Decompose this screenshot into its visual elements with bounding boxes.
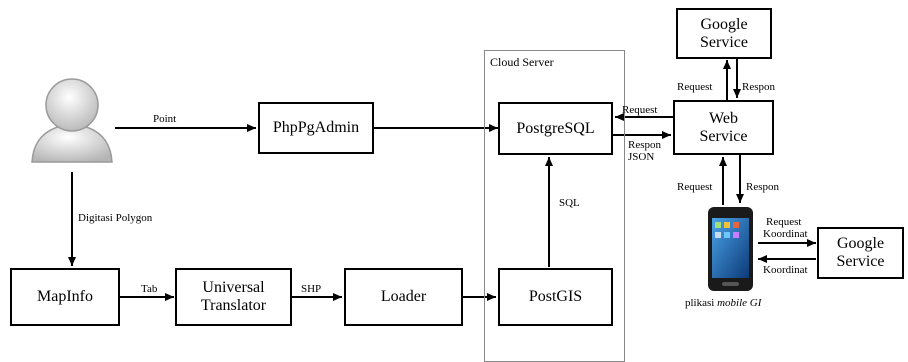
google-top-label-line1: Google xyxy=(700,15,748,33)
phppgadmin-box: PhpPgAdmin xyxy=(258,102,374,154)
mapinfo-label: MapInfo xyxy=(37,288,93,305)
edge-label-respon-google-top: Respon xyxy=(742,81,775,93)
postgis-label: PostGIS xyxy=(528,288,583,305)
edge-label-respon-json-line1: Respon xyxy=(628,139,661,151)
google-right-label-line1: Google xyxy=(836,235,885,252)
cloud-server-label: Cloud Server xyxy=(490,55,554,69)
edge-label-shp: SHP xyxy=(301,283,322,295)
postgresql-label: PostgreSQL xyxy=(516,119,595,137)
mapinfo-box: MapInfo xyxy=(10,268,120,326)
loader-box: Loader xyxy=(344,268,463,326)
universal-translator-label-line2: Translator xyxy=(200,297,267,314)
edge-label-request-koordinat-line1: Request xyxy=(766,216,802,228)
edge-label-point: Point xyxy=(153,113,177,125)
web-service-label-line2: Service xyxy=(699,127,748,145)
mobile-phone-icon xyxy=(708,207,753,291)
edge-label-request-pg: Request xyxy=(622,104,658,116)
mobile-caption-plain: plikasi xyxy=(685,297,718,309)
phppgadmin-label: PhpPgAdmin xyxy=(272,119,360,136)
edge-label-koordinat: Koordinat xyxy=(763,264,808,276)
universal-translator-label-line1: Universal xyxy=(202,279,265,296)
loader-label: Loader xyxy=(380,288,427,305)
edge-label-respon-mobile: Respon xyxy=(746,181,779,193)
edge-label-sql: SQL xyxy=(559,197,580,209)
edge-label-digitasi-polygon: Digitasi Polygon xyxy=(78,212,153,224)
universal-translator-box: Universal Translator xyxy=(175,268,292,326)
mobile-app-caption: plikasi mobile GI xyxy=(685,297,761,309)
google-top-label-line2: Service xyxy=(700,33,748,51)
postgresql-box: PostgreSQL xyxy=(498,102,613,155)
edge-label-request-google-top: Request xyxy=(677,81,713,93)
web-service-box: Web Service xyxy=(673,100,774,155)
mobile-caption-italic: mobile GI xyxy=(717,297,762,309)
edge-label-request-mobile: Request xyxy=(677,181,713,193)
google-right-label-line2: Service xyxy=(836,253,885,270)
edge-label-request-koordinat-line2: Koordinat xyxy=(763,228,808,240)
google-service-right-box: Google Service xyxy=(817,227,904,279)
edge-label-tab: Tab xyxy=(141,283,158,295)
user-icon xyxy=(31,78,113,163)
postgis-box: PostGIS xyxy=(498,268,613,326)
edge-label-respon-json-line2: JSON xyxy=(628,151,655,163)
google-service-top-box: Google Service xyxy=(676,8,772,59)
web-service-label-line1: Web xyxy=(709,109,738,127)
arrows xyxy=(68,59,816,301)
